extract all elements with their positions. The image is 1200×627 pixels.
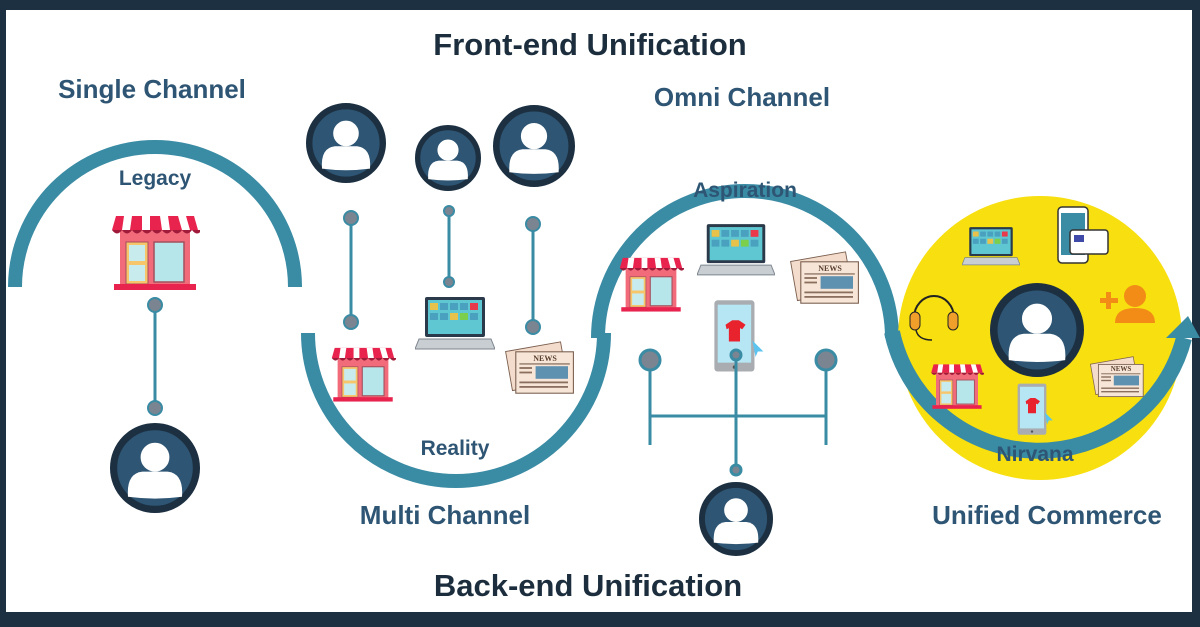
connector-dot bbox=[147, 400, 163, 416]
unified-commerce-heading: Unified Commerce bbox=[932, 500, 1162, 530]
newspaper-masthead: NEWS bbox=[818, 264, 842, 273]
front-end-title: Front-end Unification bbox=[433, 27, 746, 62]
laptop-icon bbox=[697, 223, 775, 276]
aspiration-label: Aspiration bbox=[693, 179, 797, 202]
legacy-label: Legacy bbox=[119, 167, 192, 190]
aspiration-arc bbox=[591, 184, 899, 339]
store-icon bbox=[930, 363, 984, 410]
newspaper-masthead: NEWS bbox=[1111, 365, 1132, 373]
legacy-arc bbox=[8, 140, 302, 288]
connector-dots bbox=[638, 348, 838, 477]
connector-dots bbox=[343, 205, 541, 335]
multi-channel-connectors bbox=[349, 211, 535, 327]
mobile-payment-icon bbox=[1057, 206, 1109, 264]
user-avatar-icon bbox=[496, 108, 571, 183]
user-avatar-icon bbox=[309, 106, 383, 180]
multi-channel-heading: Multi Channel bbox=[360, 500, 530, 530]
laptop-icon bbox=[962, 226, 1020, 266]
laptop-icon bbox=[415, 296, 495, 350]
add-user-icon bbox=[1100, 285, 1155, 323]
user-avatar-icon bbox=[418, 128, 479, 189]
store-icon bbox=[331, 347, 396, 403]
user-avatar-icon bbox=[702, 485, 770, 553]
arrow-head-icon bbox=[1166, 316, 1200, 338]
reality-label: Reality bbox=[421, 437, 490, 460]
connector-dot bbox=[147, 297, 163, 313]
headset-icon bbox=[909, 295, 959, 341]
nirvana-arc bbox=[884, 330, 1192, 459]
newspaper-masthead: NEWS bbox=[533, 354, 557, 363]
nirvana-label: Nirvana bbox=[996, 443, 1073, 466]
user-avatar-icon bbox=[994, 287, 1080, 373]
back-end-title: Back-end Unification bbox=[434, 568, 742, 603]
omni-channel-heading: Omni Channel bbox=[654, 82, 830, 112]
user-avatar-icon bbox=[114, 427, 197, 510]
single-channel-heading: Single Channel bbox=[58, 74, 246, 104]
omni-connectors bbox=[648, 355, 828, 470]
store-icon bbox=[111, 215, 200, 291]
reality-arc bbox=[301, 332, 611, 488]
store-icon bbox=[619, 257, 684, 313]
